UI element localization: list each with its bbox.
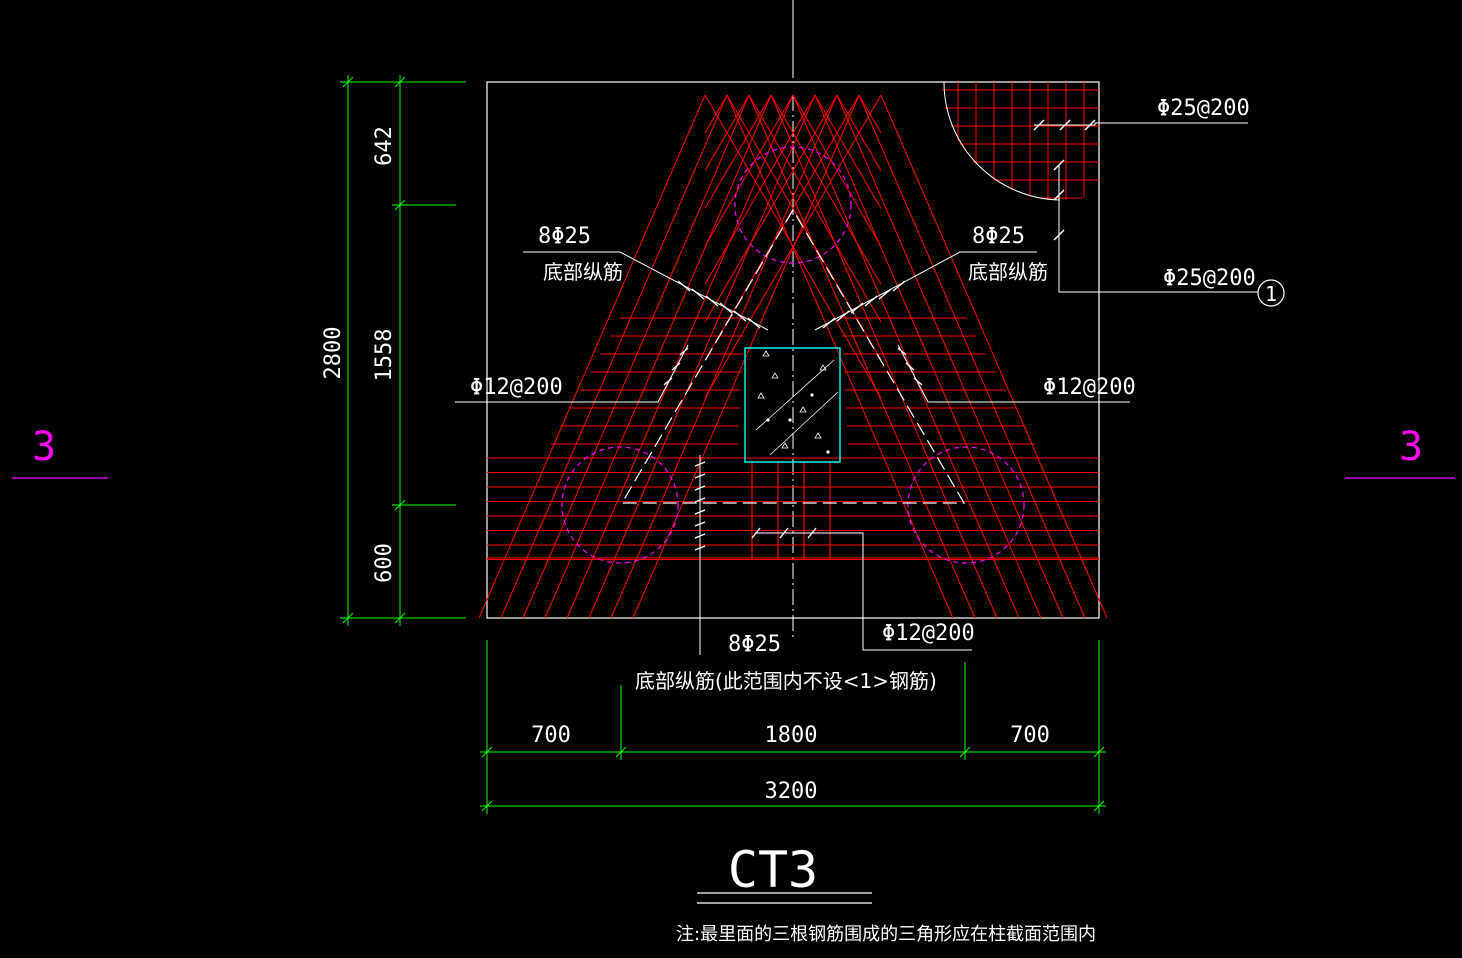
leader-left-stirrup-ticks (663, 347, 689, 386)
leader-left-ticks (677, 280, 761, 329)
vertical-dimension-lines (340, 75, 466, 626)
label-left-stirrup: Φ12@200 (470, 375, 563, 400)
column-section (744, 347, 841, 463)
top-cross-rebar (704, 94, 750, 171)
diagonal-rebar-right (858, 94, 1086, 619)
label-right-stirrup: Φ12@200 (1043, 375, 1136, 400)
top-cross-rebar (814, 94, 882, 209)
top-cross-rebar (704, 94, 816, 285)
corner-mesh-arc (943, 81, 1061, 201)
diagonal-rebar-right (770, 94, 998, 619)
pile-cap-outline (486, 81, 1100, 619)
diagonal-rebar-left (478, 94, 706, 619)
dim-width-left: 700 (531, 723, 571, 748)
label-right-rebar: Φ25@200 (1163, 266, 1256, 291)
section-mark-left-label: 3 (32, 424, 56, 470)
pile-left (561, 446, 679, 564)
label-right-bottom-bars-desc: 底部纵筋 (968, 260, 1048, 284)
top-cross-rebar (726, 94, 882, 361)
label-left-bottom-bars-count: 8Φ25 (538, 224, 591, 249)
leader-right (1058, 165, 1258, 293)
top-cross-rebar (704, 94, 772, 209)
diagonal-rebar-right (814, 94, 1042, 619)
top-cross-rebar (704, 94, 794, 247)
detail-marker-number: 1 (1265, 282, 1277, 306)
dim-height-top: 642 (372, 126, 397, 166)
section-mark-right-label: 3 (1399, 424, 1423, 470)
top-cross-rebar (792, 94, 882, 247)
diagonal-rebar-left (610, 94, 838, 619)
pile-top (734, 146, 852, 264)
leader-top-right-ticks (1033, 119, 1096, 131)
top-cross-rebar (704, 94, 882, 398)
leader-right-stirrup-ticks (897, 347, 923, 386)
column-hatch (755, 350, 839, 456)
top-cross-rebar (704, 94, 728, 134)
diagonal-rebar-right (748, 94, 976, 619)
label-right-bottom-bars-count: 8Φ25 (972, 224, 1025, 249)
dim-width-total: 3200 (765, 779, 818, 804)
dim-width-right: 700 (1010, 723, 1050, 748)
label-bottom-bars-desc: 底部纵筋(此范围内不设<1>钢筋) (635, 669, 937, 693)
label-top-right-rebar: Φ25@200 (1157, 96, 1250, 121)
leader-bottom-stirrup-ticks (751, 527, 817, 539)
inner-triangle (620, 208, 966, 504)
leader-left-bottom-bars (523, 251, 769, 331)
dim-height-bottom: 600 (372, 543, 397, 583)
diagonal-rebar-left (522, 94, 750, 619)
leader-right-bottom-bars (814, 251, 1037, 331)
diagonal-rebar-left (588, 94, 816, 619)
top-cross-rebar (858, 94, 882, 134)
dim-height-total: 2800 (321, 327, 346, 380)
stirrup-group (550, 317, 1036, 560)
bottom-rebar-group (487, 457, 1099, 560)
label-bottom-bars-count: 8Φ25 (728, 632, 781, 657)
leader-right-ticks-2 (822, 280, 906, 329)
diagonal-rebar-right (836, 94, 1064, 619)
horizontal-dimension-lines (480, 640, 1106, 814)
pile-right (907, 446, 1025, 564)
diagonal-rebar-left (544, 94, 772, 619)
drawing-title: CT3 (728, 841, 818, 899)
leader-bottom-ticks (694, 461, 706, 551)
leader-bottom-stirrup (755, 532, 972, 651)
detail-marker-circle (1257, 279, 1285, 307)
label-left-bottom-bars-desc: 底部纵筋 (543, 260, 623, 284)
diagonal-rebar-right (792, 94, 1020, 619)
diagonal-rebar-left (500, 94, 728, 619)
top-cross-rebar (836, 94, 882, 171)
drawing-note: 注:最里面的三根钢筋围成的三角形应在柱截面范围内 (676, 924, 1096, 945)
diagonal-rebar-left (566, 94, 794, 619)
dim-height-mid: 1558 (372, 329, 397, 382)
leader-right-ticks (1053, 159, 1065, 241)
top-cross-rebar (770, 94, 882, 285)
dim-width-mid: 1800 (765, 723, 818, 748)
label-bottom-stirrup: Φ12@200 (882, 621, 975, 646)
